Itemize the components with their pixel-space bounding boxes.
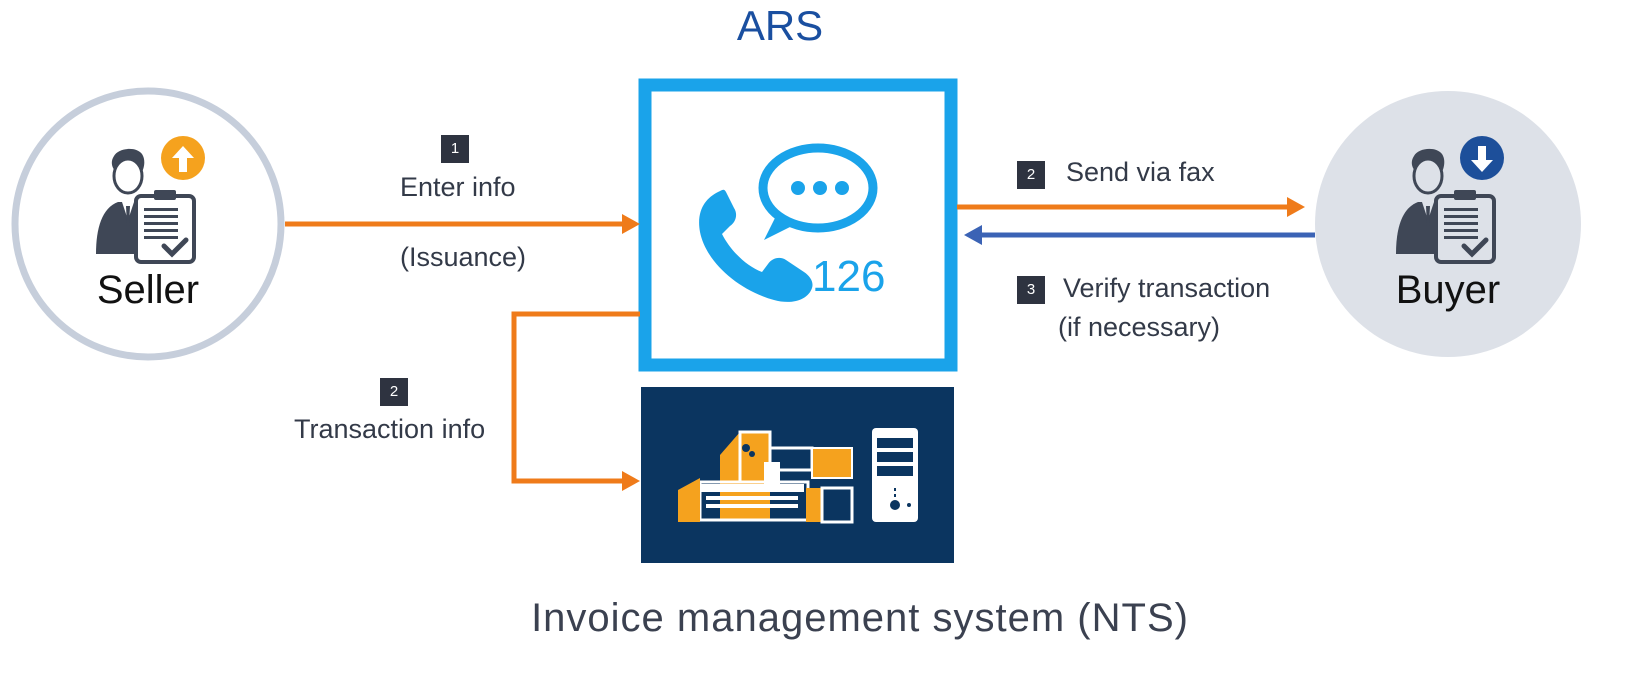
- arrowhead-transaction-info: [622, 471, 640, 491]
- building-icon: [678, 430, 854, 524]
- step-badge-1: 1: [441, 135, 469, 163]
- step-send-fax-label: Send via fax: [1066, 157, 1215, 187]
- step-verify-note: (if necessary): [1058, 312, 1221, 342]
- arrow-transaction-info: [511, 311, 640, 484]
- step-badge-2-transaction: 2: [380, 378, 408, 406]
- step-issuance-label: (Issuance): [400, 242, 527, 272]
- chat-bubble-icon: [758, 143, 878, 240]
- arrowhead-send-fax: [1287, 197, 1305, 217]
- nts-title: Invoice management system (NTS): [531, 596, 1189, 640]
- arrowhead-enter-info: [622, 214, 640, 234]
- download-arrow-icon: [1460, 136, 1504, 180]
- person-document-icon: [1396, 148, 1496, 264]
- arrowhead-verify: [964, 225, 982, 245]
- ars-title: ARS: [736, 2, 824, 49]
- step-badge-3: 3: [1017, 276, 1045, 304]
- server-icon: [872, 428, 918, 522]
- person-document-icon: [96, 148, 196, 264]
- ars-number: 126: [812, 252, 886, 301]
- seller-label: Seller: [96, 268, 200, 312]
- upload-arrow-icon: [161, 136, 205, 180]
- step-verify-label: Verify transaction: [1063, 273, 1271, 303]
- phone-icon: [699, 189, 813, 302]
- step-enter-info-label: Enter info: [400, 172, 516, 202]
- step-badge-2-fax: 2: [1017, 161, 1045, 189]
- step-transaction-info-label: Transaction info: [294, 414, 486, 444]
- buyer-label: Buyer: [1395, 268, 1501, 312]
